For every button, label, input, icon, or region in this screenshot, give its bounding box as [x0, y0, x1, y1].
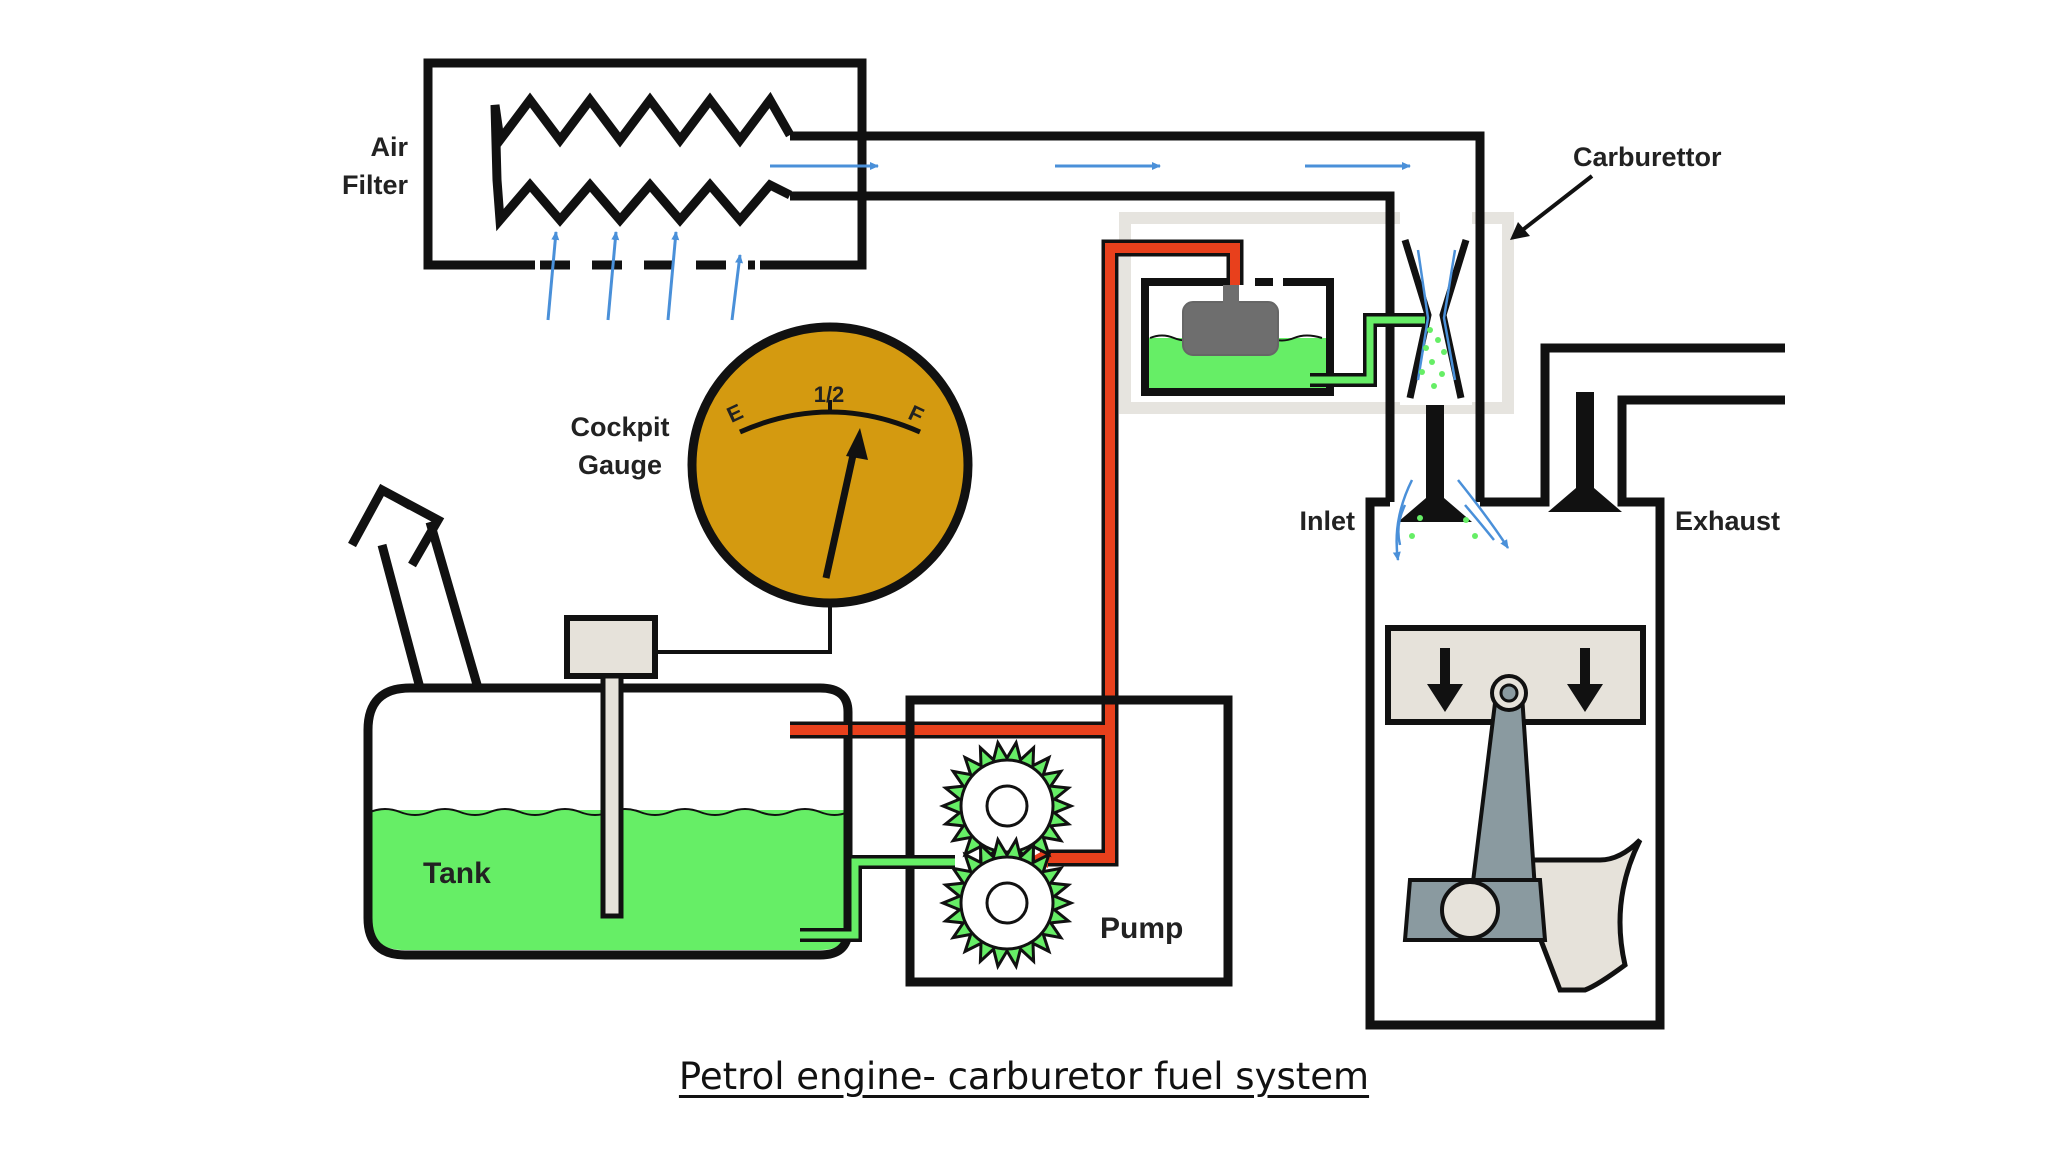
- air-filter: [423, 58, 867, 270]
- tank-label: Tank: [423, 857, 491, 890]
- cockpit-gauge: [687, 322, 973, 608]
- gauge-half-mark: 1/2: [814, 382, 845, 407]
- exhaust-label: Exhaust: [1675, 506, 1780, 536]
- air-filter-label: Filter: [342, 170, 409, 200]
- piston-down-arrow: [1427, 648, 1603, 712]
- carburettor: [1119, 174, 1594, 502]
- diagram-caption: Petrol engine- carburetor fuel system: [678, 1055, 1370, 1098]
- inlet-label: Inlet: [1299, 506, 1355, 536]
- engine-cylinder: [1365, 343, 1785, 1030]
- fuel-tank: [348, 483, 955, 960]
- fuel-line-pump-to-carburettor: [790, 239, 1244, 868]
- gauge-label: Gauge: [578, 450, 662, 480]
- air-filter-label: Air: [370, 132, 408, 162]
- gauge-label: Cockpit: [570, 412, 669, 442]
- intake-air-arrows: [546, 231, 743, 321]
- pump-label: Pump: [1100, 912, 1183, 945]
- carburettor-label: Carburettor: [1573, 142, 1722, 172]
- fuel-pump: [905, 695, 1233, 987]
